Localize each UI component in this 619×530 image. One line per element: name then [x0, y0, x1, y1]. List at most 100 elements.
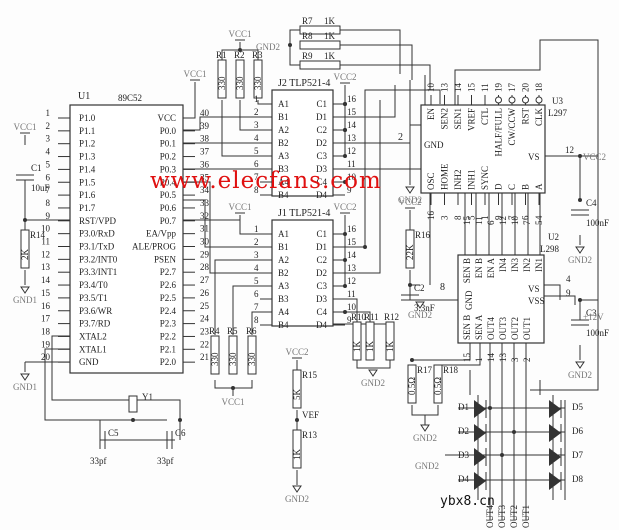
u1-pin-name: P3.6/WR: [79, 306, 112, 316]
wire: [409, 124, 598, 185]
vcc2-label: VCC2: [333, 72, 356, 82]
junction-dot: [410, 358, 414, 362]
j2-pin-number: 11: [347, 159, 356, 169]
j2-pin-name: A1: [278, 99, 289, 109]
gnd2-label: GND2: [408, 310, 432, 320]
u1-pin-name: P0.2: [160, 152, 176, 162]
j2-pin-number: 4: [254, 133, 259, 143]
u1-pin-name: P1.7: [79, 203, 96, 213]
r5-value: 330: [228, 352, 238, 366]
j2-pin-name: A4: [278, 177, 289, 187]
u1-pin-number: 34: [200, 185, 210, 195]
u2-pin-number: 15: [462, 353, 472, 363]
u1-pin-name: PSEN: [154, 254, 177, 264]
j2-tlp521-chip: [271, 89, 334, 197]
j2-pin-name: B1: [278, 112, 289, 122]
j2-pin-number: 1: [254, 94, 259, 104]
u3-part: L297: [548, 108, 567, 118]
c2-ref: C2: [414, 283, 425, 293]
u2-pin-name: OUT2: [510, 317, 520, 340]
c6-value: 33pf: [157, 456, 174, 466]
j2-pin-number: 2: [254, 107, 259, 117]
u2-pin-number: 6: [486, 220, 496, 225]
r13-ref: R13: [302, 430, 318, 440]
j1-pin-name: B3: [278, 294, 289, 304]
u1-pin-name: P2.4: [160, 306, 177, 316]
junction-dot: [295, 418, 299, 422]
j2-pin-number: 12: [347, 146, 356, 156]
j2-pin-number: 5: [254, 146, 259, 156]
u1-pin-name: P3.4/T0: [79, 280, 108, 290]
u1-pin-name: VCC: [157, 113, 176, 123]
j1-pin-name: D4: [316, 320, 327, 330]
gnd2-label: GND2: [413, 433, 437, 443]
j1-pin-name: A2: [278, 255, 289, 265]
u1-ref: U1: [78, 91, 90, 102]
j1-pin-number: 10: [347, 302, 357, 312]
u2-pin-name: SEN B: [462, 315, 472, 340]
u1-pin-number: 27: [200, 275, 210, 285]
gnd2-label: GND2: [285, 494, 309, 504]
u1-pin-number: 16: [41, 301, 51, 311]
u1-pin-name: P0.6: [160, 203, 177, 213]
u1-pin-number: 7: [46, 185, 51, 195]
wire: [24, 335, 181, 440]
wire: [221, 100, 272, 157]
r11-resistor: [365, 321, 375, 361]
diode-D7: [549, 448, 561, 466]
wire: [429, 193, 541, 285]
wire: [579, 156, 598, 360]
diode-D8: [549, 472, 561, 490]
wire: [411, 405, 439, 425]
u1-pin-number: 4: [46, 147, 51, 157]
output-label: OUT3: [497, 505, 507, 528]
u1-pin-number: 5: [46, 159, 51, 169]
j1-ref: J1 TLP521-4: [278, 208, 330, 219]
u1-pin-number: 10: [41, 224, 51, 234]
wire: [333, 215, 346, 287]
plus12v-label: +12V: [583, 312, 604, 322]
u2-pin-number: 15: [462, 216, 472, 226]
r14-value: 2K: [20, 249, 30, 261]
u3-pin-name: CW/CCW: [507, 107, 517, 145]
u3-pin-name: OSC: [426, 172, 436, 190]
u2-pin-name: IN1: [534, 258, 544, 272]
u2-pin-number: 14: [486, 353, 496, 363]
output-label: OUT1: [521, 505, 531, 528]
u2-vss-name: VSS: [528, 296, 545, 306]
r1-value: 330: [217, 76, 227, 90]
output-label: OUT4: [485, 505, 495, 528]
vcc1-label: VCC1: [228, 29, 251, 39]
u3-pin-name: C: [507, 184, 517, 190]
u1-pin-number: 28: [200, 262, 210, 272]
u1-pin-name: P3.0/RxD: [79, 229, 115, 239]
u2-part: L298: [540, 244, 559, 254]
vcc1-label: VCC1: [228, 202, 251, 212]
u1-pin-number: 13: [41, 262, 51, 272]
u1-pin-number: 32: [200, 211, 209, 221]
j2-pin-name: B4: [278, 190, 289, 200]
ground-symbol: [405, 186, 415, 194]
j1-pin-number: 9: [347, 315, 352, 325]
ground-symbol: [420, 424, 430, 432]
diode-label: D5: [572, 402, 583, 412]
wire: [183, 116, 272, 170]
u2-gnd-name: GND: [464, 290, 474, 310]
r1-ref: R1: [216, 50, 227, 60]
u1-pin-name: P1.6: [79, 190, 96, 200]
c2-value: 3.3nF: [414, 303, 435, 313]
u2-pin-number: 3: [510, 357, 520, 362]
u1-pin-name: P2.5: [160, 293, 177, 303]
u1-pin-number: 2: [46, 121, 51, 131]
u3-pin-number: 5: [467, 215, 477, 220]
u1-pin-name: P3.3/INT1: [79, 267, 117, 277]
u2-vs-number: 4: [566, 274, 571, 284]
c5-ref: C5: [108, 428, 119, 438]
u3-pin-number: 9: [494, 215, 504, 220]
junction-dot: [408, 283, 412, 287]
u3-pin-name: RST: [521, 108, 531, 125]
u1-pin-number: 8: [46, 198, 51, 208]
wire: [544, 284, 576, 305]
u1-pin-number: 38: [200, 134, 210, 144]
